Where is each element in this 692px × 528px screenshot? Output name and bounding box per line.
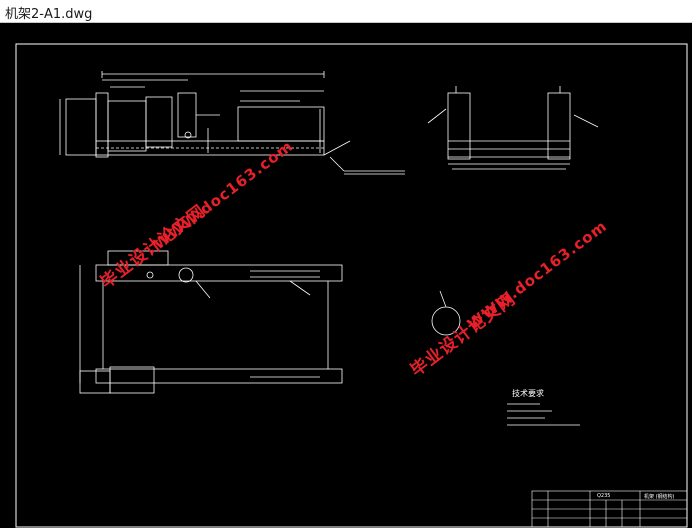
title-block-name: 机架 (钢结构)	[644, 494, 675, 500]
detail-view	[431, 290, 461, 336]
side-view	[427, 86, 599, 170]
window-title: 机架2-A1.dwg	[5, 7, 93, 22]
drawing-sheet	[15, 43, 688, 528]
plan-view	[79, 250, 343, 394]
tech-requirements-title: 技术要求	[512, 389, 544, 398]
front-view	[59, 71, 405, 175]
drawing-canvas[interactable]: 毕业设计论文网 WWW.doc163.com 毕业设计论文网 WWW.doc16…	[0, 23, 692, 528]
title-block-material: Q235	[597, 493, 611, 499]
tech-requirements-lines	[507, 403, 580, 426]
title-block	[531, 490, 688, 528]
sheet-border	[15, 43, 688, 528]
window-titlebar: 机架2-A1.dwg	[0, 0, 692, 23]
